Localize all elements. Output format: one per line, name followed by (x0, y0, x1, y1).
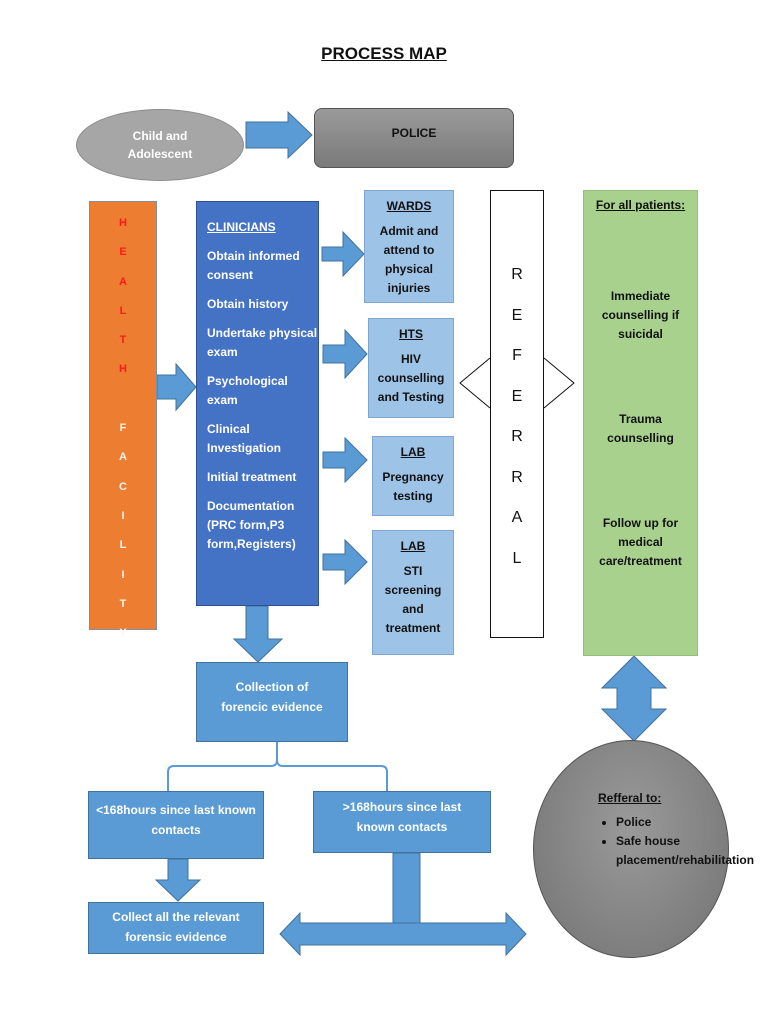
branch-bracket (167, 741, 388, 791)
referral-letter: E (511, 306, 523, 324)
clinicians-item: Undertake physical exam (207, 326, 318, 359)
collect-all-label: Collect all the relevant forensic eviden… (112, 910, 240, 944)
arrow-right-icon (321, 230, 365, 278)
service-body: STI screening and treatment (384, 564, 442, 635)
referral-left-point (459, 357, 491, 409)
service-hts: HTS HIV counselling and Testing (368, 318, 454, 418)
service-lab-pregnancy: LAB Pregnancy testing (372, 436, 454, 516)
branch-more-168h: >168hours since last known contacts (313, 791, 491, 853)
referral-right-point (543, 357, 575, 409)
service-body: HIV counselling and Testing (377, 352, 445, 404)
referral-letter: L (512, 549, 522, 567)
forensic-label: Collection of forencic evidence (221, 680, 323, 714)
all-patients-item: Immediate counselling if suicidal (601, 289, 680, 341)
health-letter: T (119, 334, 127, 347)
facility-letter: I (121, 509, 125, 522)
referral-letter: R (511, 468, 523, 486)
start-node-child-adolescent: Child and Adolescent (76, 109, 244, 181)
service-heading: WARDS (386, 199, 432, 213)
double-arrow-vertical-icon (600, 655, 668, 742)
health-letter: A (119, 275, 127, 288)
arrow-right-icon (322, 538, 368, 586)
facility-letter: I (121, 568, 125, 581)
arrow-right-icon (245, 110, 313, 160)
page-title: PROCESS MAP (321, 44, 447, 63)
arrow-down-icon (154, 858, 202, 902)
branch-more-label: >168hours since last known contacts (342, 800, 462, 834)
all-patients-item: Trauma counselling (607, 412, 674, 445)
referral-to-item: Safe house placement/rehabilitation (616, 832, 754, 870)
forensic-collection-node: Collection of forencic evidence (196, 662, 348, 742)
referral-letter: A (511, 509, 523, 526)
referral-letter: E (511, 387, 523, 405)
referral-to-heading: Refferal to: (598, 791, 662, 805)
collect-all-evidence-node: Collect all the relevant forensic eviden… (88, 902, 264, 954)
branch-less-label: <168hours since last known contacts (96, 803, 256, 837)
referral-letter: R (511, 266, 523, 283)
branch-less-168h: <168hours since last known contacts (88, 791, 264, 859)
arrow-down-icon (232, 605, 284, 663)
health-letter: E (119, 246, 127, 259)
service-heading: LAB (400, 445, 426, 459)
service-heading: LAB (400, 539, 426, 553)
referral-to-list: Police Safe house placement/rehabilitati… (580, 813, 754, 870)
arrow-right-icon (322, 328, 368, 380)
arrow-right-icon (156, 362, 197, 412)
clinicians-item: Initial treatment (207, 470, 297, 484)
arrow-right-icon (322, 436, 368, 484)
service-wards: WARDS Admit and attend to physical injur… (364, 190, 454, 303)
t-connector-stem (392, 852, 421, 924)
clinicians-item: Clinical Investigation (207, 422, 282, 455)
facility-letter: L (119, 539, 127, 552)
all-patients-heading: For all patients: (595, 198, 686, 212)
police-label: POLICE (391, 126, 437, 140)
facility-letter: Y (119, 627, 127, 640)
referral-letter: R (511, 428, 523, 445)
double-arrow-horizontal-icon (279, 911, 527, 957)
health-letter: H (119, 363, 127, 376)
clinicians-item: Obtain informed consent (207, 249, 300, 282)
clinicians-panel: CLINICIANS Obtain informed consent Obtai… (196, 201, 319, 606)
start-node-line: Adolescent (127, 147, 193, 161)
referral-to-item: Police (616, 813, 726, 832)
health-letter: L (119, 304, 127, 317)
all-patients-item: Follow up for medical care/treatment (599, 516, 682, 568)
police-node: POLICE (314, 108, 514, 168)
facility-letter: T (119, 597, 127, 610)
service-lab-sti: LAB STI screening and treatment (372, 530, 454, 655)
facility-letter: F (119, 422, 127, 435)
referral-column: R E F E R R A L (490, 190, 544, 638)
service-heading: HTS (399, 327, 423, 341)
referral-to-circle: Refferal to: Police Safe house placement… (533, 740, 754, 958)
clinicians-item: Psychological exam (207, 374, 288, 407)
referral-letter: F (512, 347, 522, 364)
health-spacer (121, 385, 124, 414)
clinicians-heading: CLINICIANS (207, 220, 276, 234)
clinicians-item: Obtain history (207, 297, 289, 311)
facility-letter: C (119, 480, 127, 493)
facility-letter: A (119, 451, 127, 464)
service-body: Admit and attend to physical injuries (379, 224, 439, 295)
health-letter: H (119, 217, 127, 229)
all-patients-panel: For all patients: Immediate counselling … (583, 190, 698, 656)
clinicians-item: Documentation (PRC form,P3 form,Register… (207, 499, 296, 551)
service-body: Pregnancy testing (382, 470, 444, 503)
start-node-line: Child and (132, 129, 188, 143)
health-facility-bar: H E A L T H F A C I L I T Y (89, 201, 157, 639)
